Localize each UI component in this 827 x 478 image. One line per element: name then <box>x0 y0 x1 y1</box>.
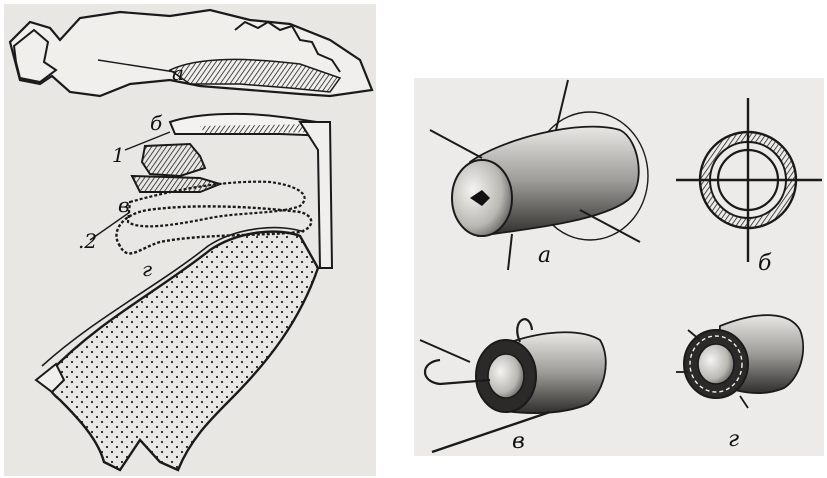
left-anatomy-figure: а б 1 в .2 г <box>4 4 376 476</box>
right-label-g: г <box>728 427 739 452</box>
right-tube-figure: а б в <box>414 78 824 456</box>
left-label-2: .2 <box>78 229 97 253</box>
left-label-b: б <box>150 111 163 135</box>
left-label-v: в <box>118 193 130 217</box>
left-label-a: а <box>172 61 184 85</box>
left-label-g: г <box>142 257 152 281</box>
left-label-1: 1 <box>112 143 125 167</box>
right-label-a: а <box>538 243 551 268</box>
right-label-b: б <box>758 251 772 276</box>
right-label-v: в <box>512 429 525 454</box>
